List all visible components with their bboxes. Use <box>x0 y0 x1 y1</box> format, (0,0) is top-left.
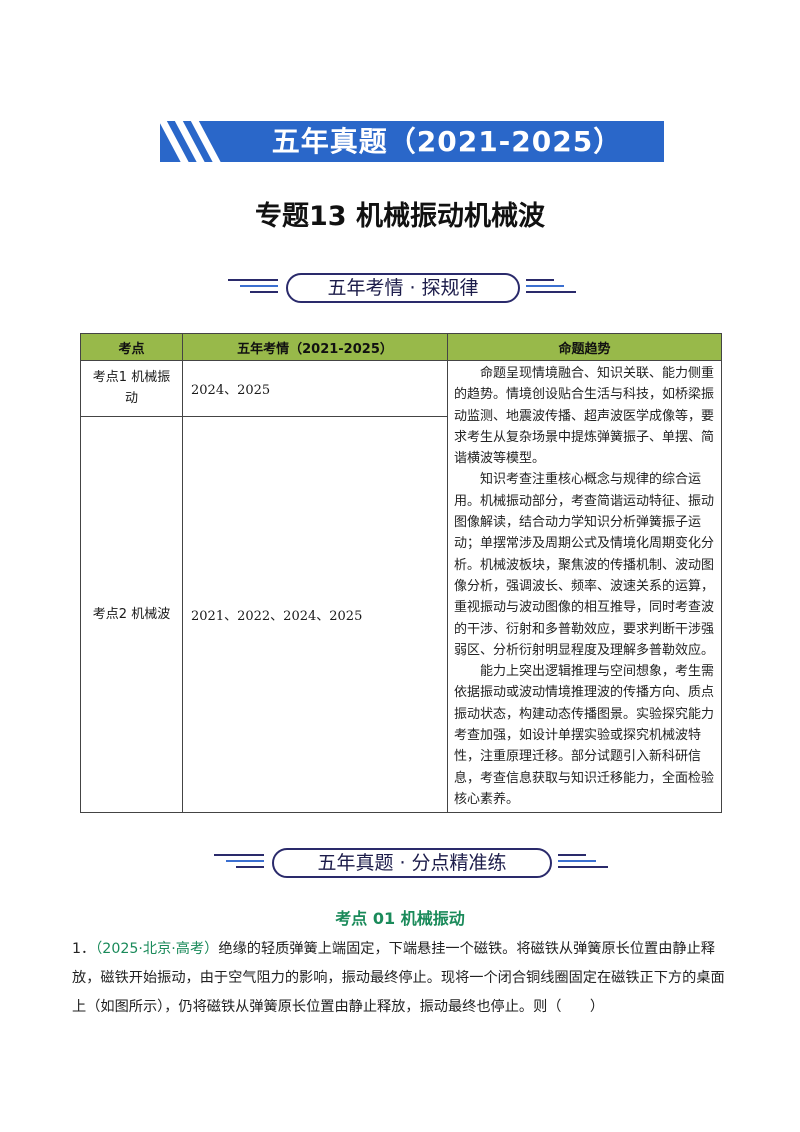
header-banner: 五年真题（2021-2025） <box>160 121 664 162</box>
trend-cell: 命题呈现情境融合、知识关联、能力侧重的趋势。情境创设贴合生活与科技，如桥梁振动监… <box>447 359 722 814</box>
left-ornament <box>228 279 278 295</box>
header-point: 考点 <box>80 333 183 361</box>
years-cell: 2021、2022、2024、2025 <box>182 415 448 814</box>
table-row: 考点1 机械振动 2024、2025 命题呈现情境融合、知识关联、能力侧重的趋势… <box>80 359 722 814</box>
trend-paragraph: 命题呈现情境融合、知识关联、能力侧重的趋势。情境创设贴合生活与科技，如桥梁振动监… <box>454 366 715 467</box>
left-ornament <box>214 854 264 870</box>
section-header-1: 五年考情 · 探规律 <box>0 273 800 303</box>
right-ornament <box>526 279 576 295</box>
header-years: 五年考情（2021-2025） <box>182 333 448 361</box>
question-1: 1．（2025·北京·高考）绝缘的轻质弹簧上端固定，下端悬挂一个磁铁。将磁铁从弹… <box>72 935 732 1022</box>
section-pill-2: 五年真题 · 分点精准练 <box>272 848 552 878</box>
kaodian-title: 考点 01 机械振动 <box>335 909 465 928</box>
point-cell: 考点1 机械振动 <box>80 360 183 417</box>
question-source: （2025·北京·高考） <box>95 941 219 957</box>
point-cell: 考点2 机械波 <box>80 415 183 814</box>
page-title: 专题13 机械振动机械波 <box>255 201 545 232</box>
section-header-2: 五年真题 · 分点精准练 <box>0 848 800 878</box>
section-pill-1: 五年考情 · 探规律 <box>286 273 520 303</box>
trend-paragraph: 知识考查注重核心概念与规律的综合运用。机械振动部分，考查简谐运动特征、振动图像解… <box>454 472 715 658</box>
years-cell: 2024、2025 <box>182 360 448 417</box>
table-header-row: 考点 五年考情（2021-2025） 命题趋势 <box>80 333 722 361</box>
banner-title: 五年真题（2021-2025） <box>271 125 623 158</box>
trend-paragraph: 能力上突出逻辑推理与空间想象，考生需依据振动或波动情境推理波的传播方向、质点振动… <box>454 664 715 807</box>
question-number: 1． <box>72 941 96 957</box>
table-row: 考点2 机械波 2021、2022、2024、2025 <box>80 415 722 814</box>
question-text: 绝缘的轻质弹簧上端固定，下端悬挂一个磁铁。将磁铁从弹簧原长位置由静止释放，磁铁开… <box>72 941 725 1015</box>
header-trend: 命题趋势 <box>447 333 722 361</box>
exam-overview-table: 考点 五年考情（2021-2025） 命题趋势 考点1 机械振动 2024、20… <box>80 333 722 814</box>
right-ornament <box>558 854 608 870</box>
